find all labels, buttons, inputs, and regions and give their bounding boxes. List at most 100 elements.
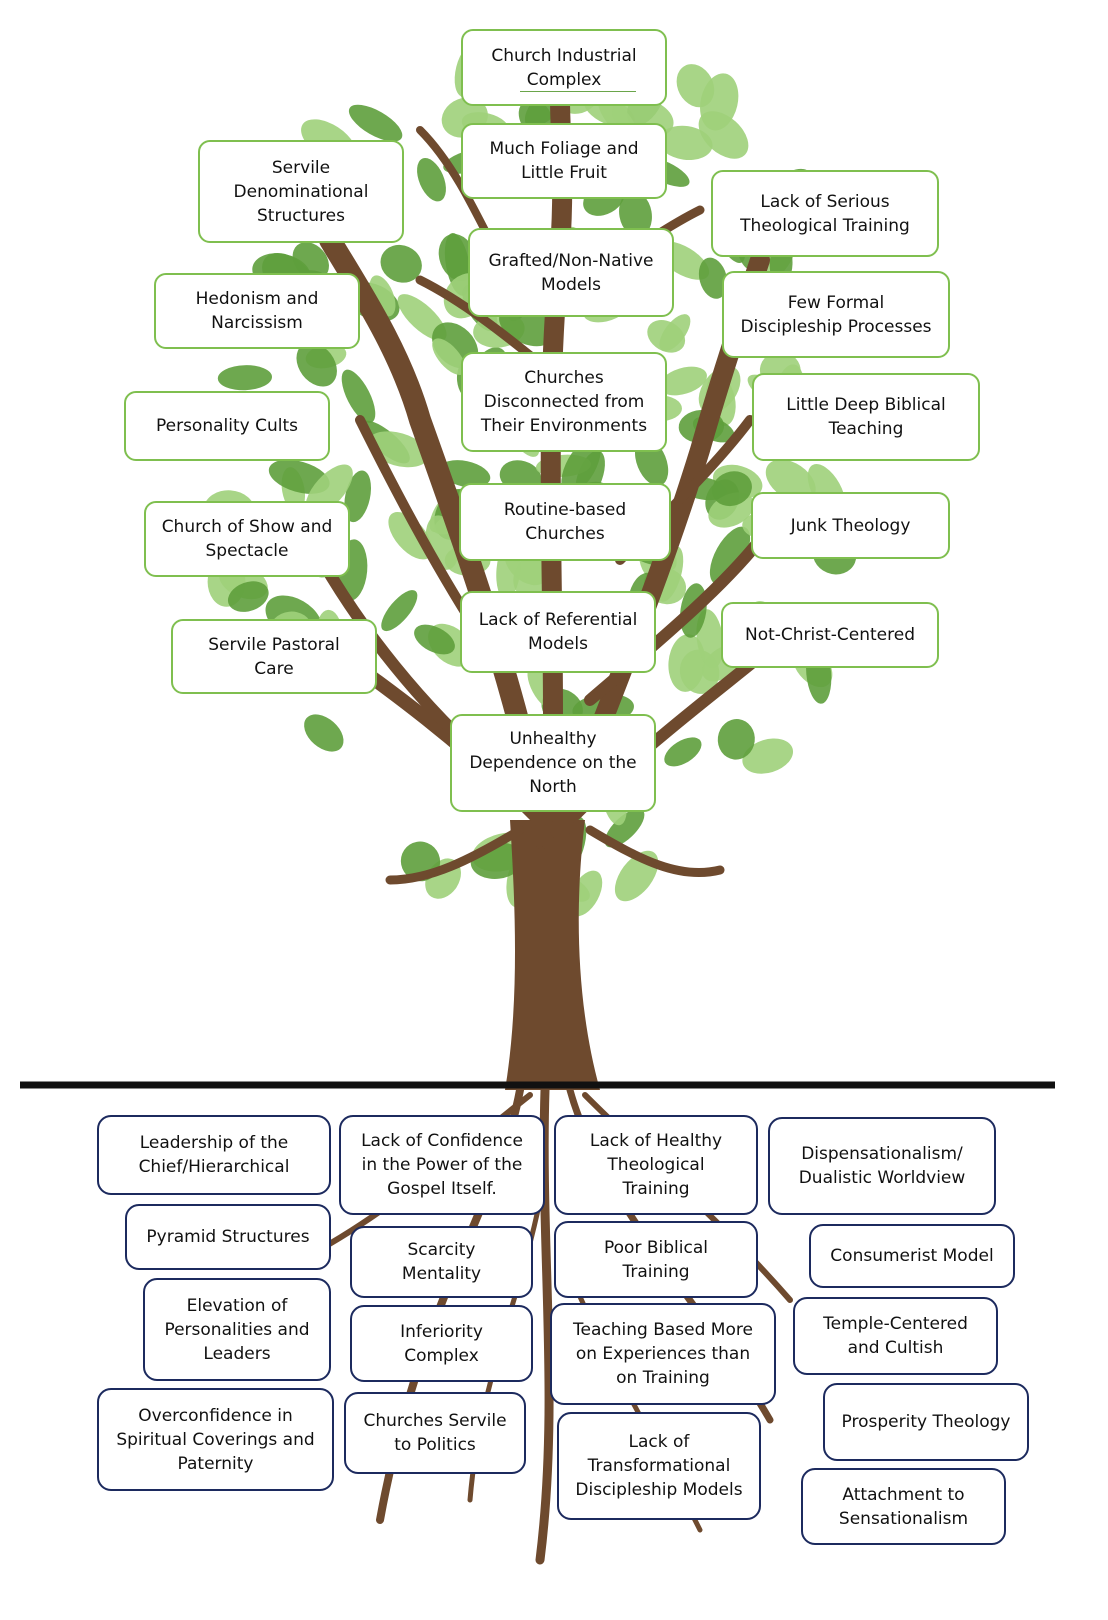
root-box-scarcity-mentality: Scarcity Mentality (350, 1226, 533, 1298)
trunk-body (505, 820, 600, 1090)
leaf-box-label: Servile Denominational Structures (233, 157, 369, 226)
root-box-label: Attachment to Sensationalism (838, 1484, 969, 1529)
leaf-shape (292, 242, 329, 280)
leaf-box-much-foliage-little-fruit: Much Foliage and Little Fruit (461, 123, 667, 199)
leaf-shape (296, 342, 337, 387)
leaf-shape (397, 294, 447, 341)
root-box-inferiority-complex: Inferiority Complex (350, 1305, 533, 1382)
leaf-shape (717, 719, 755, 760)
leaf-box-label: Little Deep Biblical Teaching (786, 395, 946, 439)
root-box-label: Pyramid Structures (146, 1227, 310, 1247)
leaf-box-label: Few Formal Discipleship Processes (740, 292, 932, 337)
leaf-shape (341, 369, 376, 423)
leaf-box-unhealthy-dependence-north: Unhealthy Dependence on the North (450, 714, 656, 812)
root-box-consumerist-model: Consumerist Model (809, 1224, 1015, 1288)
leaf-box-label: Lack of Referential Models (478, 610, 638, 654)
leaf-shape (742, 738, 794, 774)
root-box-label: Temple-Centered and Cultish (823, 1314, 968, 1358)
root-box-churches-servile-to-politics: Churches Servile to Politics (344, 1392, 526, 1474)
root-box-teaching-based-on-experiences: Teaching Based More on Experiences than … (550, 1303, 776, 1405)
branch (355, 415, 475, 625)
leaf-box-routine-based-churches: Routine-based Churches (459, 483, 671, 561)
branch (385, 825, 525, 885)
leaf-shape (388, 511, 433, 560)
leaf-shape (765, 459, 816, 502)
root-box-poor-biblical-training: Poor Biblical Training (554, 1221, 758, 1298)
leaf-shape (668, 634, 706, 692)
root-box-label: Elevation of Personalities and Leaders (164, 1295, 310, 1364)
leaf-shape (604, 808, 645, 848)
leaf-box-label: Not-Christ-Centered (744, 625, 916, 645)
leaf-box-label: Junk Theology (790, 515, 911, 536)
leaf-shape (659, 366, 707, 396)
leaf-shape (380, 244, 422, 283)
root-box-overconfidence-spiritual-coverings: Overconfidence in Spiritual Coverings an… (97, 1388, 334, 1491)
root-box-label: Scarcity Mentality (401, 1240, 482, 1284)
branch (585, 825, 725, 878)
leaf-shape (414, 624, 455, 655)
leaf-box-label: Routine-based Churches (503, 500, 627, 544)
leaf-shape (664, 737, 702, 767)
leaf-box-label: Personality Cults (155, 416, 298, 436)
root-box-lack-transformational-discipleship: Lack of Transformational Discipleship Mo… (557, 1412, 761, 1520)
branch (584, 534, 766, 706)
leaf-shape (619, 191, 652, 238)
leaf-box-church-of-show-and-spectacle: Church of Show and Spectacle (144, 501, 350, 577)
leaf-shape (698, 257, 728, 299)
root-box-label: Lack of Transformational Discipleship Mo… (575, 1432, 743, 1500)
leaf-box-label: Church of Show and Spectacle (161, 517, 333, 561)
root-box-attachment-to-sensationalism: Attachment to Sensationalism (801, 1468, 1006, 1545)
leaf-box-label: Churches Disconnected from Their Environ… (480, 368, 648, 436)
leaf-box-hedonism-narcissism: Hedonism and Narcissism (154, 273, 360, 349)
leaf-shape (438, 233, 477, 281)
leaf-box-personality-cults: Personality Cults (124, 391, 330, 461)
leaf-box-label: Church Industrial Complex (491, 45, 637, 90)
leaf-shape (348, 104, 403, 142)
root-box-temple-centered-cultish: Temple-Centered and Cultish (793, 1297, 998, 1375)
root-box-leadership-chief-hierarchical: Leadership of the Chief/Hierarchical (97, 1115, 331, 1195)
root-box-lack-healthy-theological-training: Lack of Healthy Theological Training (554, 1115, 758, 1215)
leaf-box-lack-serious-theological-training: Lack of Serious Theological Training (711, 170, 939, 257)
root-box-label: Prosperity Theology (841, 1412, 1011, 1432)
root-box-label: Overconfidence in Spiritual Coverings an… (116, 1405, 315, 1474)
leaf-shape (381, 590, 418, 632)
leaf-shape (647, 320, 686, 353)
root-box-label: Churches Servile to Politics (363, 1411, 507, 1455)
root-box-label: Lack of Confidence in the Power of the G… (361, 1131, 523, 1199)
root-box-label: Inferiority Complex (400, 1321, 483, 1366)
leaf-box-grafted-non-native-models: Grafted/Non-Native Models (468, 228, 674, 317)
leaf-shape (304, 714, 344, 752)
leaf-shape (417, 157, 446, 202)
leaf-shape (344, 470, 372, 523)
root-box-label: Lack of Healthy Theological Training (589, 1131, 723, 1199)
leaf-box-church-industrial-complex: Church Industrial Complex (461, 29, 667, 106)
leaf-shape (658, 125, 713, 161)
leaf-box-little-deep-biblical-teaching: Little Deep Biblical Teaching (752, 373, 980, 461)
leaf-shape (712, 471, 752, 507)
root-box-prosperity-theology: Prosperity Theology (823, 1383, 1029, 1461)
root-box-elevation-personalities-leaders: Elevation of Personalities and Leaders (143, 1278, 331, 1381)
underline-decoration (520, 91, 636, 92)
leaf-shape (709, 526, 751, 585)
leaf-box-label: Hedonism and Narcissism (195, 289, 319, 333)
leaf-box-label: Lack of Serious Theological Training (740, 191, 910, 236)
leaf-shape (227, 581, 269, 612)
leaf-box-servile-denominational-structures: Servile Denominational Structures (198, 140, 404, 243)
leaf-box-label: Grafted/Non-Native Models (488, 250, 654, 295)
root-box-label: Dispensationalism/ Dualistic Worldview (798, 1144, 966, 1188)
leaf-shape (432, 338, 466, 376)
leaf-box-label: Unhealthy Dependence on the North (469, 729, 637, 797)
leaf-box-label: Much Foliage and Little Fruit (489, 139, 639, 183)
root-box-label: Poor Biblical Training (604, 1237, 708, 1282)
leaf-box-junk-theology: Junk Theology (751, 492, 950, 559)
leaf-box-not-christ-centered: Not-Christ-Centered (721, 602, 939, 668)
root-box-label: Consumerist Model (830, 1246, 994, 1266)
root-box-dispensationalism: Dispensationalism/ Dualistic Worldview (768, 1117, 996, 1215)
leaf-box-lack-referential-models: Lack of Referential Models (460, 591, 656, 673)
leaf-shape (217, 365, 272, 391)
leaf-box-churches-disconnected: Churches Disconnected from Their Environ… (461, 352, 667, 452)
leaf-box-servile-pastoral-care: Servile Pastoral Care (171, 619, 377, 694)
leaf-box-label: Servile Pastoral Care (208, 634, 340, 679)
root-box-label: Leadership of the Chief/Hierarchical (138, 1133, 290, 1177)
root-box-label: Teaching Based More on Experiences than … (573, 1320, 753, 1388)
